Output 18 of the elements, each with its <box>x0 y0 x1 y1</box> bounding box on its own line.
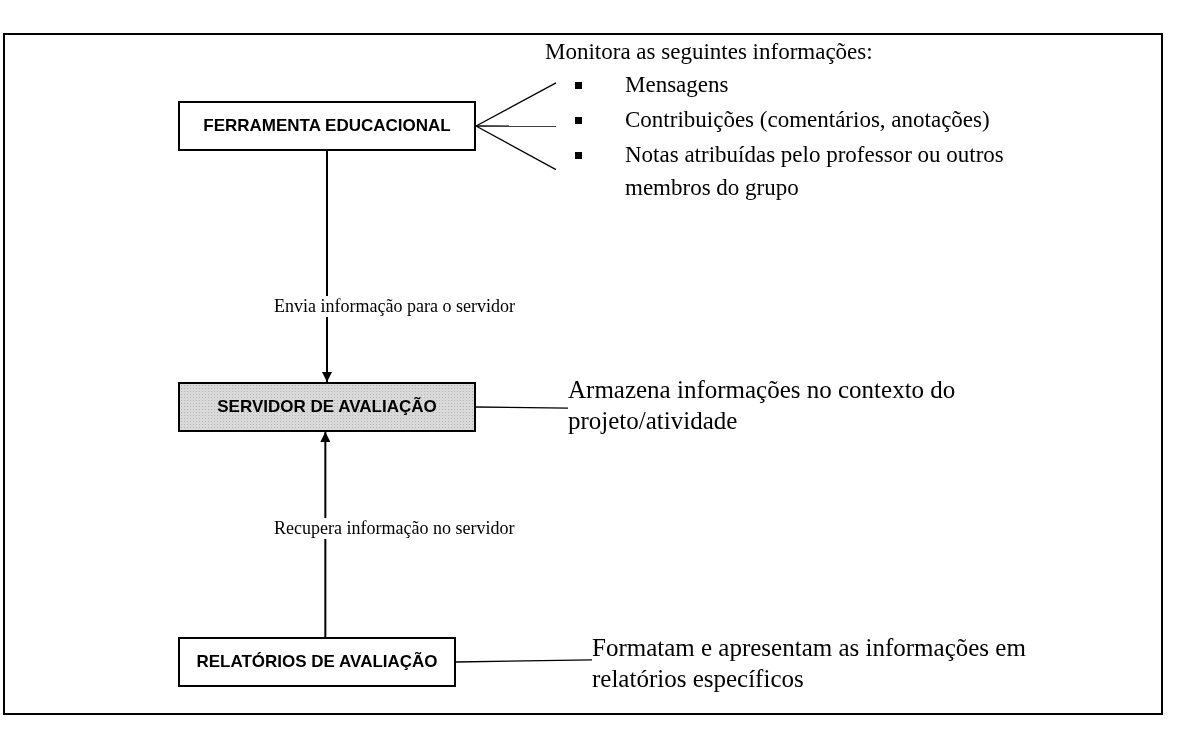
process-box: RELATÓRIOS DE AVALIAÇÃO <box>178 637 456 687</box>
edge-label: Envia informação para o servidor <box>272 296 517 317</box>
list-heading: Monitora as seguintes informações: <box>545 38 873 66</box>
connector-line <box>475 125 557 127</box>
annotation-text: Formatam e apresentam as informações em relatórios específicos <box>592 632 1092 694</box>
process-box: SERVIDOR DE AVALIAÇÃO <box>178 382 476 432</box>
arrow <box>320 431 331 638</box>
process-box: FERRAMENTA EDUCACIONAL <box>178 101 476 151</box>
bullet-text: Contribuições (comentários, anotações) <box>625 107 990 132</box>
arrow <box>322 150 332 383</box>
connector-line <box>475 82 557 127</box>
annotation-text: Armazena informações no contexto do projeto/atividade <box>568 374 1123 436</box>
connector-line <box>475 125 557 171</box>
bullet-text: Notas atribuídas pelo professor ou outros membros do grupo <box>625 142 1004 200</box>
connector-line <box>455 659 593 663</box>
bullet-text: Mensagens <box>625 72 729 97</box>
connector-line <box>475 406 569 409</box>
edge-label: Recupera informação no servidor <box>272 518 517 539</box>
